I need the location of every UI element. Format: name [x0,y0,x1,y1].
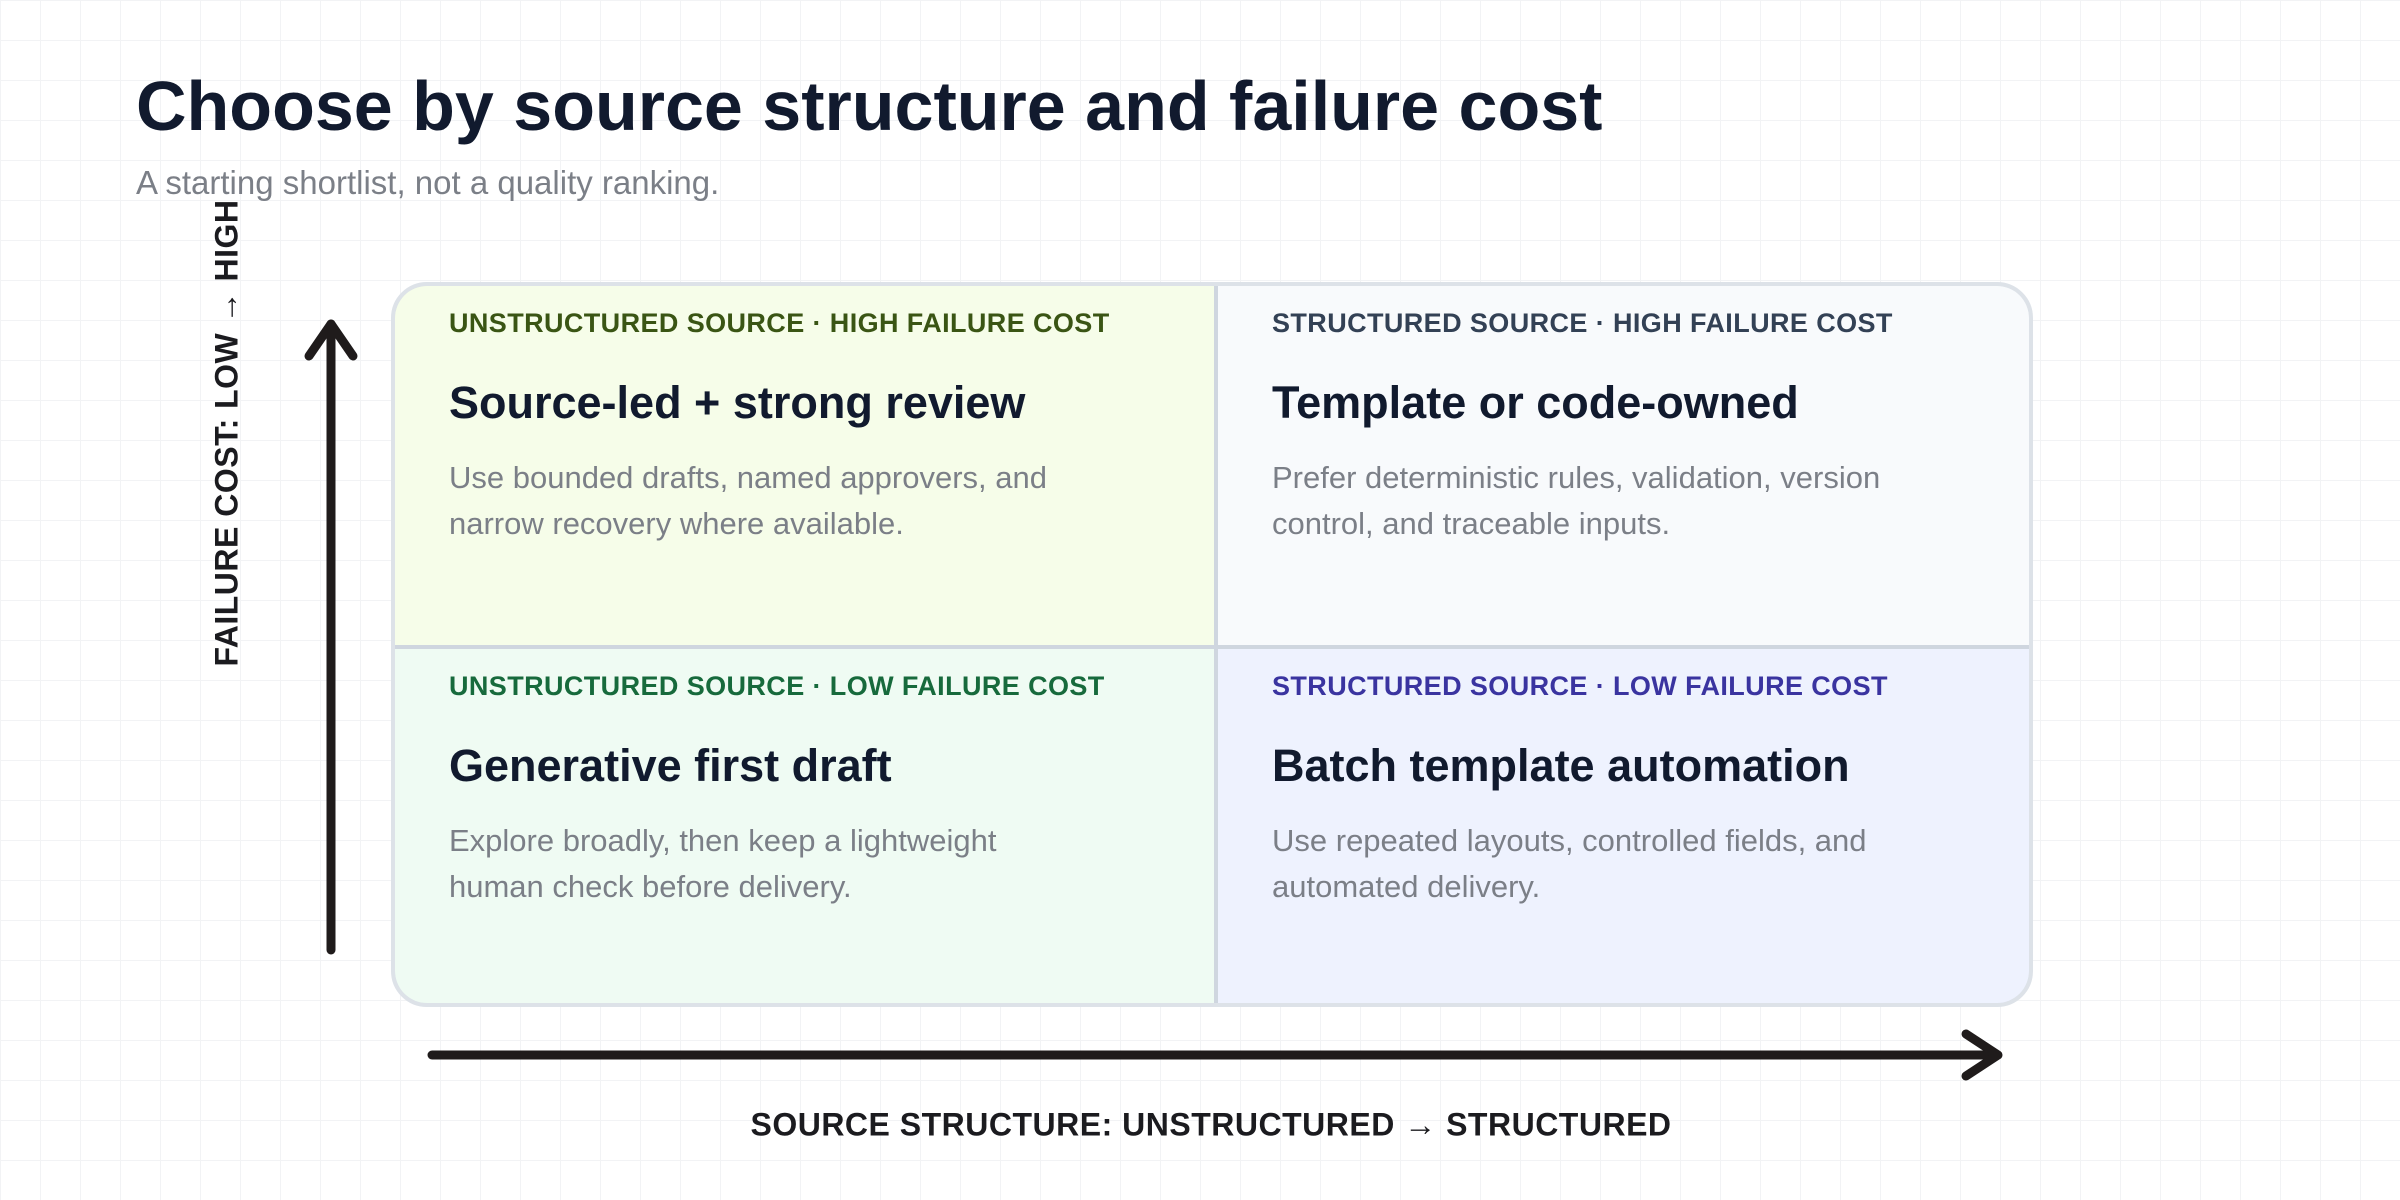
page-title: Choose by source structure and failure c… [136,67,1603,145]
quadrant-description: Use bounded drafts, named approvers, and… [449,460,1047,541]
quadrant-label: STRUCTURED SOURCE · HIGH FAILURE COST [1272,308,1893,338]
quadrant-label: STRUCTURED SOURCE · LOW FAILURE COST [1272,671,1888,701]
quadrant-description: Prefer deterministic rules, validation, … [1272,460,1881,541]
x-axis-label: SOURCE STRUCTURE: UNSTRUCTURED → STRUCTU… [750,1106,1672,1143]
quadrant-structured-high-cost: STRUCTURED SOURCE · HIGH FAILURE COST Te… [1218,286,2029,645]
x-axis-arrow [427,1029,2003,1081]
quadrant-heading: Generative first draft [449,740,892,791]
y-axis-arrow [304,319,358,955]
y-axis-label: FAILURE COST: LOW → HIGH [208,199,245,667]
quadrant-structured-low-cost: STRUCTURED SOURCE · LOW FAILURE COST Bat… [1218,649,2029,1003]
quadrant-description: Use repeated layouts, controlled fields,… [1272,823,1867,904]
quadrant-unstructured-low-cost: UNSTRUCTURED SOURCE · LOW FAILURE COST G… [395,649,1214,1003]
quadrant-label: UNSTRUCTURED SOURCE · HIGH FAILURE COST [449,308,1110,338]
quadrant-heading: Source-led + strong review [449,377,1026,428]
quadrant-label: UNSTRUCTURED SOURCE · LOW FAILURE COST [449,671,1105,701]
page-subtitle: A starting shortlist, not a quality rank… [136,164,720,201]
quadrant-heading: Template or code-owned [1272,377,1799,428]
decision-matrix: UNSTRUCTURED SOURCE · HIGH FAILURE COST … [391,282,2033,1007]
quadrant-description: Explore broadly, then keep a lightweight… [449,823,997,904]
quadrant-heading: Batch template automation [1272,740,1850,791]
quadrant-unstructured-high-cost: UNSTRUCTURED SOURCE · HIGH FAILURE COST … [395,286,1214,645]
